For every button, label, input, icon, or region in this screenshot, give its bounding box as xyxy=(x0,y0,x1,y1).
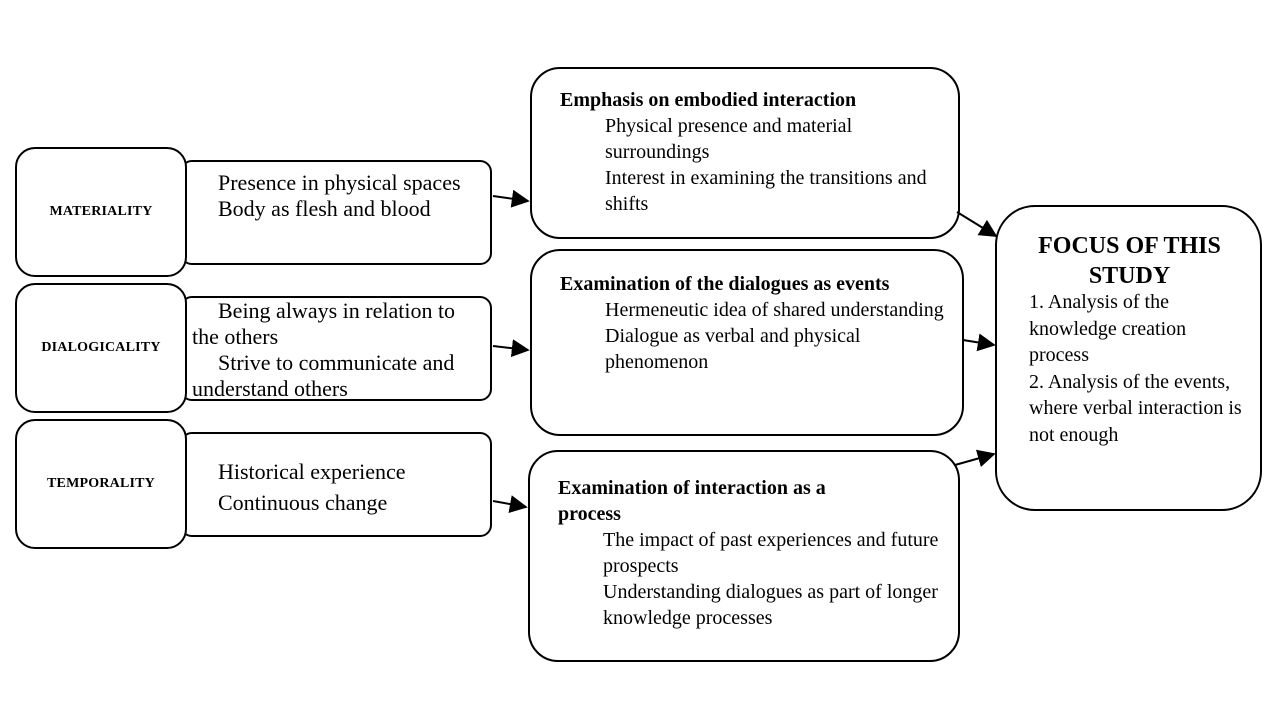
middle-item: Understanding dialogues as part of longe… xyxy=(603,581,938,629)
focus-title: FOCUS OF THIS STUDY xyxy=(1038,233,1221,289)
arrow-dialogicality-to-dialogues xyxy=(492,339,530,358)
middle-item: Hermeneutic idea of shared understanding xyxy=(605,299,944,321)
materiality-details: Presence in physical spaces Body as fles… xyxy=(180,160,492,265)
middle-heading: Examination of interaction as a process xyxy=(558,477,826,525)
concept-temporality: TEMPORALITY xyxy=(15,419,187,549)
arrow-dialogues-to-focus xyxy=(962,333,996,352)
detail-item: Being always in relation to the others xyxy=(192,298,456,349)
concept-label: TEMPORALITY xyxy=(47,476,155,491)
middle-heading: Examination of the dialogues as events xyxy=(560,273,890,295)
concept-dialogicality: DIALOGICALITY xyxy=(15,283,187,413)
concept-materiality: MATERIALITY xyxy=(15,147,187,277)
temporality-details: Historical experience Continuous change xyxy=(180,432,492,537)
detail-item: Continuous change xyxy=(218,490,388,515)
arrow-temporality-to-process xyxy=(492,495,528,513)
detail-item: Historical experience xyxy=(218,459,406,484)
arrow-process-to-focus xyxy=(954,449,996,468)
focus-box: FOCUS OF THIS STUDY 1. Analysis of the k… xyxy=(995,205,1262,511)
arrow-materiality-to-embodied xyxy=(492,189,530,208)
dialogicality-details: Being always in relation to the others S… xyxy=(180,296,492,401)
middle-item: The impact of past experiences and futur… xyxy=(603,529,939,577)
concept-label: DIALOGICALITY xyxy=(41,340,161,355)
detail-item: Body as flesh and blood xyxy=(218,196,431,221)
focus-point: 2. Analysis of the events, where verbal … xyxy=(1029,370,1242,446)
focus-point: 1. Analysis of the knowledge creation pr… xyxy=(1029,291,1187,366)
detail-item: Presence in physical spaces xyxy=(218,170,461,195)
interaction-process-box: Examination of interaction as a process … xyxy=(528,450,960,662)
arrow-embodied-to-focus xyxy=(956,211,998,237)
dialogues-events-box: Examination of the dialogues as events H… xyxy=(530,249,964,436)
middle-item: Physical presence and material surroundi… xyxy=(605,115,853,163)
middle-item: Interest in examining the transitions an… xyxy=(605,167,927,215)
middle-item: Dialogue as verbal and physical phenomen… xyxy=(605,325,861,373)
embodied-interaction-box: Emphasis on embodied interaction Physica… xyxy=(530,67,960,239)
detail-item: Strive to communicate and understand oth… xyxy=(192,350,455,401)
middle-heading: Emphasis on embodied interaction xyxy=(560,89,857,111)
concept-label: MATERIALITY xyxy=(49,204,153,219)
